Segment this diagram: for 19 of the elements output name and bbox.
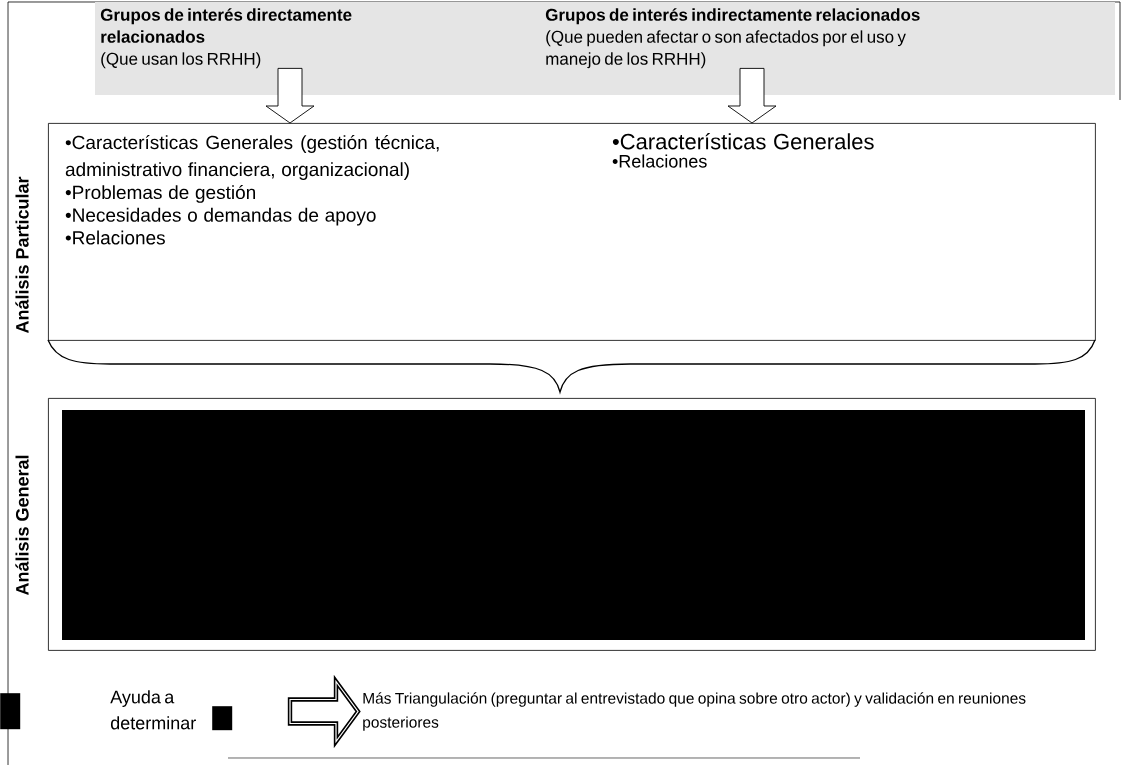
bullet-item: •Características Generales (gestión técnica, administrativo financiera, organizacional): [65, 135, 439, 180]
legend-text: Ayuda a determinar: [110, 690, 196, 730]
bullet-item: •Características Generales: [612, 133, 874, 150]
hollow-arrow: [727, 67, 777, 124]
bullet-item: •Necesidades o demandas de apoyo: [65, 207, 376, 226]
bullet-item: •Relaciones: [612, 154, 707, 168]
analysis-box: [48, 123, 1096, 341]
group-heading: Grupos de interés directamente relacionados (Que usan los RRHH): [100, 8, 352, 69]
square-marker: [0, 693, 21, 730]
content-box: [48, 398, 1096, 651]
hollow-arrow: [287, 674, 361, 749]
square-marker: [212, 706, 233, 731]
bullet-item: •Problemas de gestión: [65, 184, 255, 203]
row-label: Análisis General: [15, 455, 29, 596]
group-heading: Grupos de interés indirectamente relacionados (Que pueden afectar o son afectados por el uso y manejo de los RRHH): [545, 8, 920, 69]
note-text: Más Triangulación (preguntar al entrevistado que opina sobre otro actor) y validación en reuniones posteriores: [363, 692, 1026, 731]
bullet-item: •Relaciones: [65, 230, 165, 245]
row-label: Análisis Particular: [15, 176, 29, 334]
hollow-arrow: [265, 67, 315, 124]
